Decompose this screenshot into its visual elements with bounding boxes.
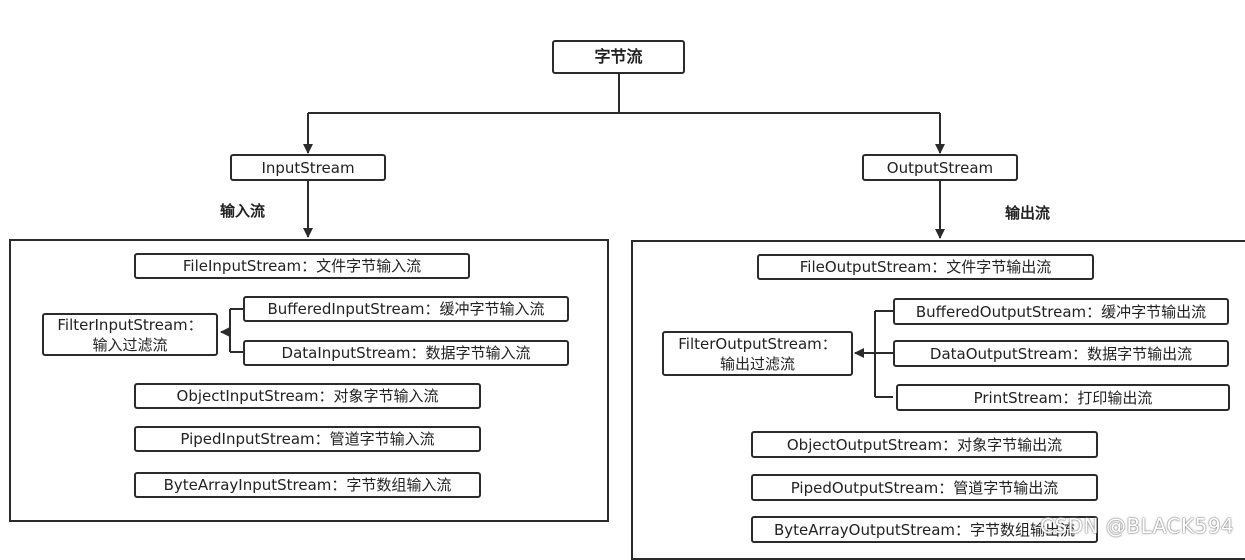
input-subclasses-container <box>9 239 609 522</box>
filter-input-stream-node: FilterInputStream： 输入过滤流 <box>42 313 218 356</box>
object-output-stream-node: ObjectOutputStream：对象字节输出流 <box>751 431 1098 458</box>
file-input-stream-node: FileInputStream：文件字节输入流 <box>134 253 470 279</box>
output-stream-label: 输出流 <box>1005 204 1051 222</box>
bytearray-output-stream-node: ByteArrayOutputStream：字节数组输出流 <box>751 516 1098 543</box>
filter-output-line1: FilterOutputStream： <box>678 334 837 353</box>
filter-output-line2: 输出过滤流 <box>719 354 795 373</box>
piped-output-stream-node: PipedOutputStream：管道字节输出流 <box>751 474 1098 501</box>
filter-output-stream-node: FilterOutputStream： 输出过滤流 <box>662 331 853 376</box>
csdn-watermark: CSDN @BLACK594 <box>1040 514 1235 538</box>
input-stream-label: 输入流 <box>220 202 266 220</box>
data-input-stream-node: DataInputStream：数据字节输入流 <box>243 340 569 366</box>
filter-input-line2: 输入过滤流 <box>92 335 168 354</box>
buffered-output-stream-node: BufferedOutputStream：缓冲字节输出流 <box>893 298 1229 325</box>
connector-lines <box>220 74 945 398</box>
outputstream-node: OutputStream <box>862 154 1018 181</box>
data-output-stream-node: DataOutputStream：数据字节输出流 <box>893 340 1229 367</box>
buffered-input-stream-node: BufferedInputStream：缓冲字节输入流 <box>243 296 569 322</box>
piped-input-stream-node: PipedInputStream：管道字节输入流 <box>134 426 481 452</box>
print-stream-node: PrintStream：打印输出流 <box>896 384 1230 411</box>
root-byte-stream-node: 字节流 <box>552 40 685 74</box>
bytearray-input-stream-node: ByteArrayInputStream：字节数组输入流 <box>134 472 481 498</box>
file-output-stream-node: FileOutputStream：文件字节输出流 <box>757 254 1094 280</box>
object-input-stream-node: ObjectInputStream：对象字节输入流 <box>134 383 481 409</box>
inputstream-node: InputStream <box>230 154 386 181</box>
filter-input-line1: FilterInputStream： <box>57 315 203 334</box>
